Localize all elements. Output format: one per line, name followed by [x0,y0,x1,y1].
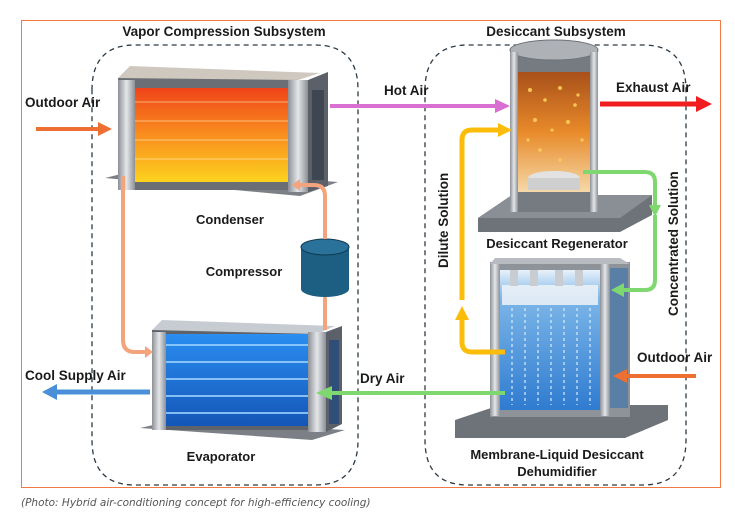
compressor [300,238,350,297]
concentrated-solution-label: Concentrated Solution [666,171,681,316]
dry-air-arrow [316,386,505,400]
condenser-label: Condenser [196,212,264,227]
cool-supply-air-arrow [42,384,150,400]
concentrated-solution-arrow [583,170,657,292]
vapor-subsystem-boundary [91,44,359,486]
dehumidifier-membrane-strands [511,308,591,405]
regenerator-particles [526,86,584,162]
dehumidifier-nozzles [510,270,583,286]
evaporator [140,320,345,440]
dilute-arrowhead-right [498,123,512,137]
cool-supply-air-label: Cool Supply Air [25,368,126,383]
desiccant-regenerator [478,39,652,232]
outdoor-air-left-label: Outdoor Air [25,95,101,110]
desiccant-subsystem-label: Desiccant Subsystem [486,24,626,39]
dilute-arrowhead-up [455,306,469,320]
figure-caption: (Photo: Hybrid air-conditioning concept … [21,497,371,509]
dehumidifier-label-line2: Dehumidifier [517,464,596,479]
concentrated-arrowhead-down [649,205,661,217]
refrigerant-arrowhead-evaporator [145,346,153,358]
dilute-solution-arrow [459,127,505,355]
evaporator-label: Evaporator [187,449,256,464]
dry-air-label: Dry Air [360,371,405,386]
regenerator-label: Desiccant Regenerator [486,236,628,251]
hot-air-label: Hot Air [384,83,429,98]
vapor-subsystem-label: Vapor Compression Subsystem [122,24,325,39]
outdoor-air-left-arrow [36,122,112,136]
dilute-solution-label: Dilute Solution [436,173,451,268]
compressor-label: Compressor [206,264,283,279]
outdoor-air-right-arrow [613,369,696,383]
hot-air-arrow [330,99,510,113]
outdoor-air-right-label: Outdoor Air [637,350,713,365]
refrigerant-lines [121,176,327,354]
dehumidifier-label-line1: Membrane-Liquid Desiccant [470,447,644,462]
concentrated-arrowhead-left [611,283,624,297]
evaporator-coil-rows [166,344,309,414]
exhaust-air-label: Exhaust Air [616,80,691,95]
refrigerant-arrowhead-condenser [292,179,300,191]
membrane-liquid-desiccant-dehumidifier [455,258,668,438]
desiccant-subsystem-boundary [424,44,687,486]
exhaust-air-arrow [600,96,712,112]
condenser-coil-rows [135,101,290,160]
condenser [105,66,338,196]
